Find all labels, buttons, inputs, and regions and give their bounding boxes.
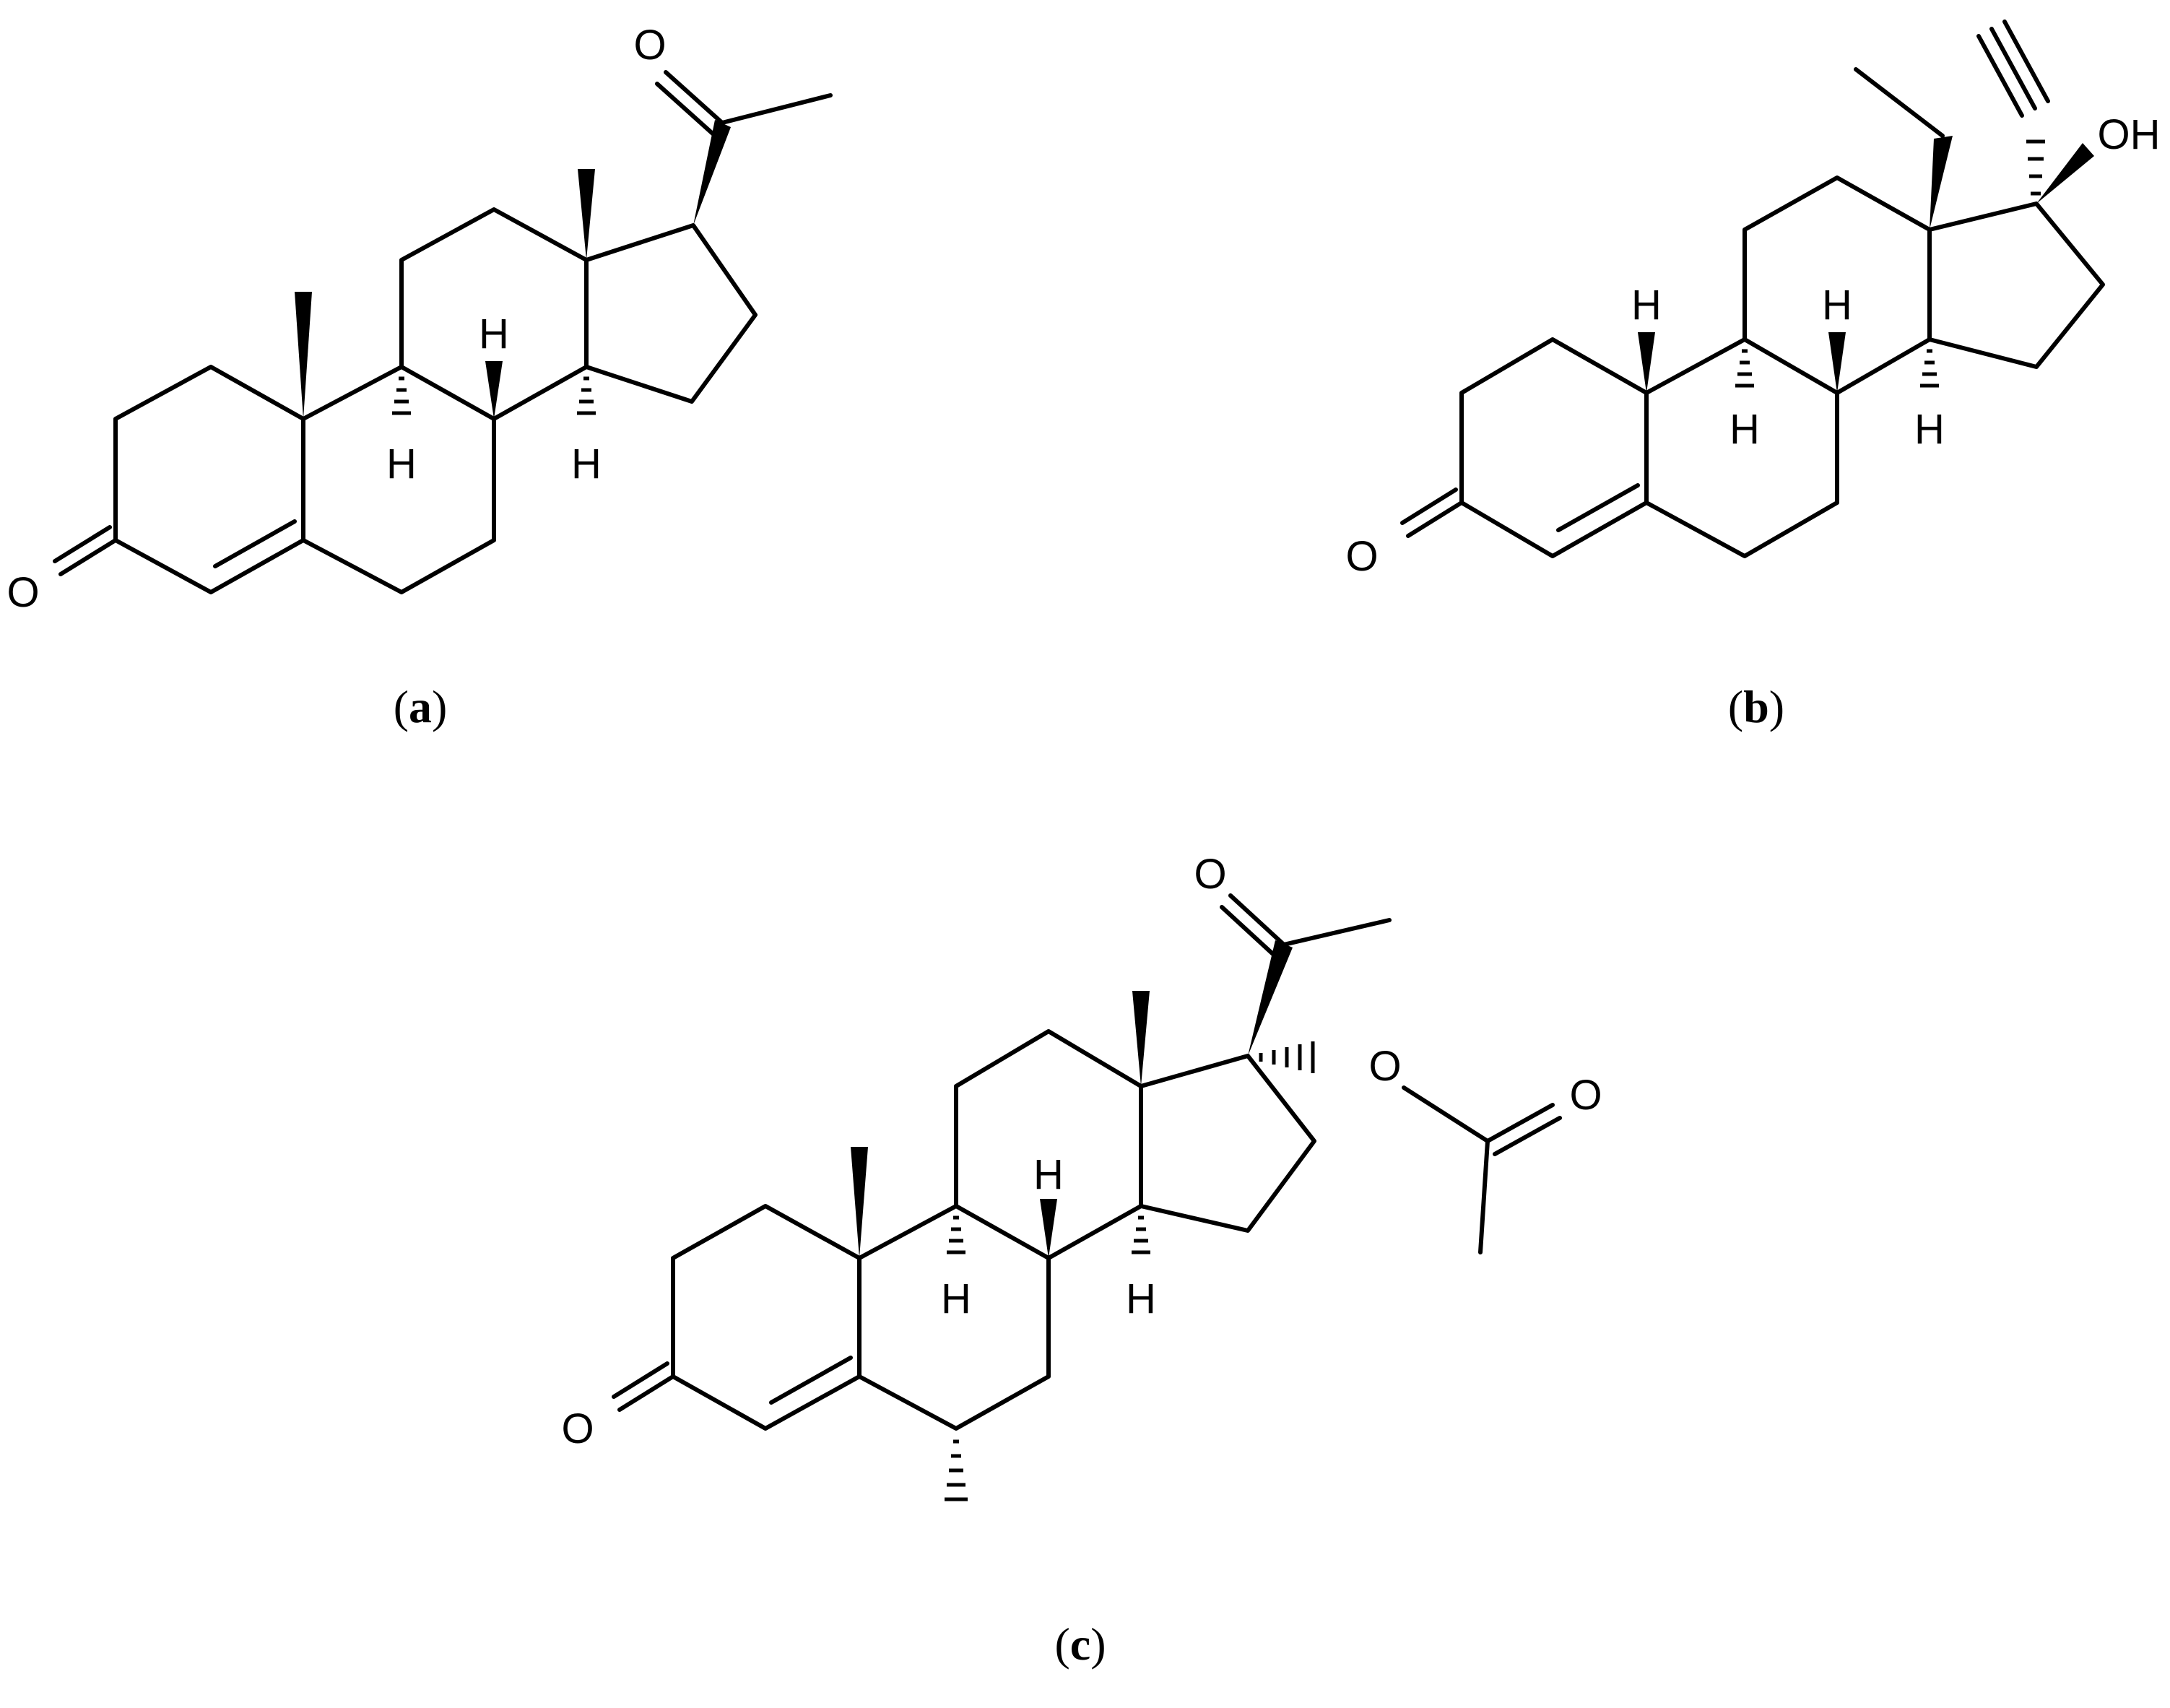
wedge-bond [1132,991,1150,1086]
atom-label-oxygen: O [1368,1043,1401,1090]
wedge-bond [1638,332,1655,393]
wedge-bond [578,169,595,260]
hash-bond [2026,139,2045,196]
structure-c: O O O O H H H (c) [561,851,1602,1670]
atom-label-hydrogen: H [1126,1275,1156,1322]
structure-caption: (a) [394,681,448,732]
structure-caption: (b) [1728,681,1784,732]
hash-bond [392,376,411,415]
atom-label-hydrogen: H [1730,406,1760,453]
atom-label-hydrogen: H [1914,406,1945,453]
wedge-bond [485,361,503,419]
hash-bond [1132,1215,1150,1254]
atom-label-hydrogen: H [571,441,602,487]
atom-label-oxygen: O [633,22,666,69]
atom-label-hydrogen: H [1631,282,1662,329]
wedge-bond [295,292,312,419]
atom-label-hydrogen: H [479,311,509,357]
atom-label-oxygen: O [1569,1072,1602,1119]
hash-bond [1259,1041,1315,1073]
hash-bond [1920,349,1939,388]
atom-label-hydrogen: H [1822,282,1852,329]
wedge-bond [851,1147,868,1258]
atom-label-hydrogen: H [386,441,417,487]
atom-label-hydrogen: H [1033,1151,1064,1198]
atom-label-oxygen: O [6,569,39,616]
structure-b: O OH H H H H (b) [1345,19,2161,732]
atom-label-hydrogen: H [941,1275,971,1322]
hash-bond [947,1215,965,1254]
atom-label-oxygen: O [1194,851,1226,898]
wedge-bond [1248,940,1293,1056]
hash-bond [577,376,596,415]
wedge-bond [693,120,731,225]
structure-caption: (c) [1054,1618,1106,1670]
atom-label-oxygen: O [1345,533,1378,580]
atom-label-hydroxyl: OH [2098,111,2161,158]
wedge-bond [1828,332,1846,393]
hash-bond [1735,349,1754,388]
atom-label-oxygen: O [561,1405,594,1452]
wedge-bond [2036,143,2094,204]
structure-a: O O H H H (a) [6,22,833,732]
wedge-bond [1040,1199,1057,1258]
hash-bond [945,1439,968,1501]
wedge-bond [1930,136,1953,230]
